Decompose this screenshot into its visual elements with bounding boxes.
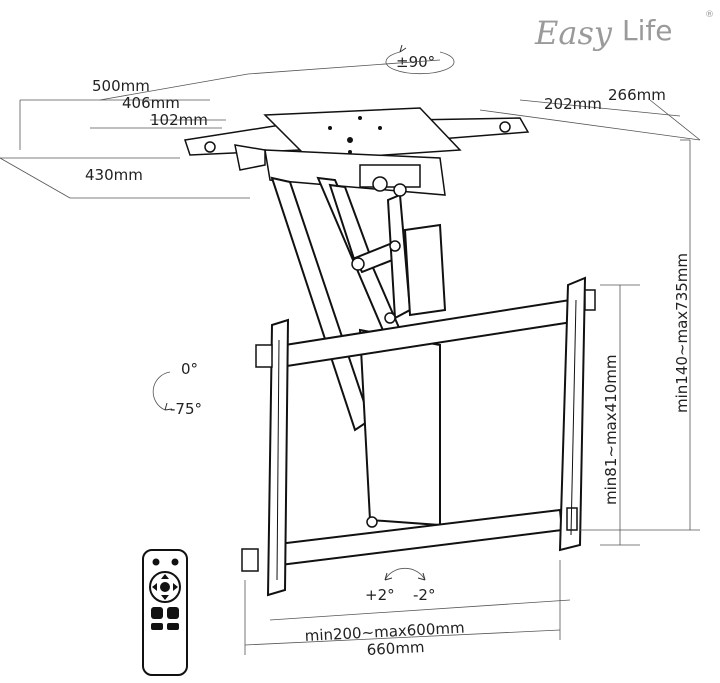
dim-vertical-range: min81~max410mm bbox=[602, 355, 620, 505]
dim-266mm: 266mm bbox=[608, 86, 666, 104]
remote-left-icon bbox=[152, 583, 157, 591]
tilt-indicator: 0° -75° bbox=[152, 360, 202, 418]
tilt-arc-icon bbox=[152, 371, 171, 411]
tilt-top-label: 0° bbox=[181, 360, 198, 378]
level-arc-icon bbox=[384, 568, 426, 581]
remote-mute-icon bbox=[171, 558, 179, 566]
remote-reset-button bbox=[167, 623, 179, 630]
dim-430mm: 430mm bbox=[85, 166, 143, 184]
ceiling-plate bbox=[184, 107, 530, 161]
easylife-logo: Easy Life ® bbox=[534, 10, 714, 52]
remote-up-button bbox=[151, 607, 163, 619]
dim-406mm: 406mm bbox=[122, 94, 180, 112]
dimension-lines-top bbox=[0, 59, 701, 199]
logo-easy-text: Easy bbox=[534, 14, 613, 52]
dim-height-range: min140~max735mm bbox=[673, 253, 691, 413]
dimension-lines-bottom bbox=[244, 560, 571, 655]
remote-down-icon bbox=[161, 595, 169, 600]
tilt-bottom-label: -75° bbox=[170, 400, 202, 418]
level-minus-label: -2° bbox=[413, 586, 435, 604]
swivel-indicator: ±90° bbox=[385, 44, 455, 75]
remote-ok-button bbox=[160, 582, 170, 592]
dim-total-width: 660mm bbox=[366, 638, 425, 659]
remote-power-icon bbox=[152, 558, 160, 566]
dim-500mm: 500mm bbox=[92, 77, 150, 95]
remote-control bbox=[142, 549, 188, 676]
remote-memory-button bbox=[151, 623, 163, 630]
remote-right-icon bbox=[173, 583, 178, 591]
remote-down-button bbox=[167, 607, 179, 619]
dimension-lines-right bbox=[580, 139, 700, 546]
dim-202mm: 202mm bbox=[544, 95, 602, 113]
remote-up-icon bbox=[161, 574, 169, 579]
scissor-arm-mechanism bbox=[270, 176, 447, 528]
level-adjust-indicator: +2° -2° bbox=[365, 568, 435, 604]
logo-life-text: Life bbox=[622, 14, 672, 47]
dim-102mm: 102mm bbox=[150, 111, 208, 129]
logo-registered-mark: ® bbox=[705, 10, 714, 20]
tv-frame-left-bracket bbox=[241, 318, 290, 597]
swivel-arc-icon bbox=[385, 51, 455, 75]
level-plus-label: +2° bbox=[365, 586, 395, 604]
tv-frame-right-bracket bbox=[558, 276, 596, 552]
